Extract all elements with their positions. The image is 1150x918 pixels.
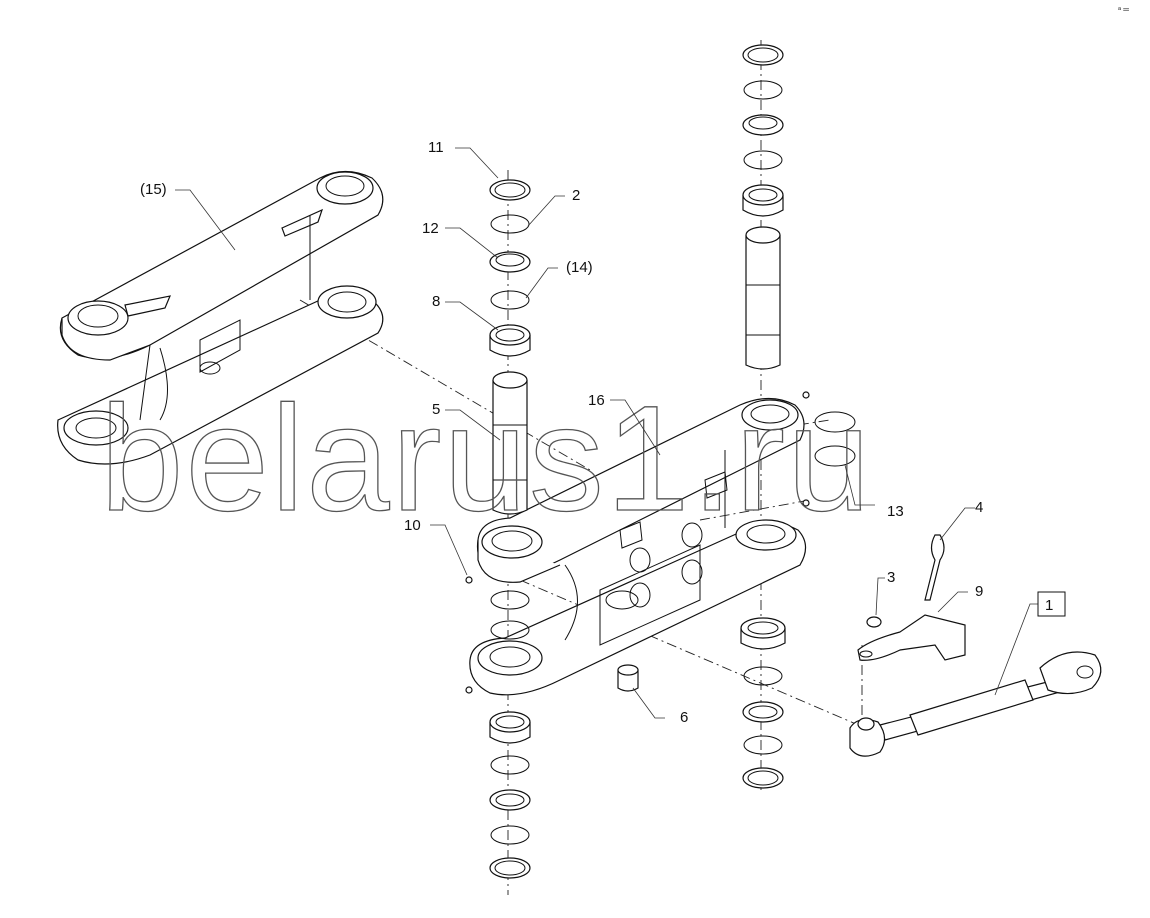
axle-frame-15 xyxy=(57,170,384,465)
callout-13: 13 xyxy=(887,503,904,520)
callout-5: 5 xyxy=(432,401,440,418)
corner-mark: ᵃ ═ xyxy=(1118,5,1129,14)
callouts: 1 2 3 4 5 6 8 9 10 11 12 13 (14) (15) 16 xyxy=(140,139,1066,726)
o-rings-13 xyxy=(814,411,856,467)
axle-frame-16 xyxy=(469,397,807,696)
callout-14: (14) xyxy=(566,259,593,276)
callout-10: 10 xyxy=(404,517,421,534)
leader-lines xyxy=(175,147,1038,719)
callout-1: 1 xyxy=(1045,597,1053,614)
callout-16: 16 xyxy=(588,392,605,409)
right-pin-stack xyxy=(740,44,786,789)
tie-rod-1 xyxy=(849,651,1102,757)
callout-1-box xyxy=(1037,591,1066,617)
callout-12: 12 xyxy=(422,220,439,237)
clamp-parts xyxy=(857,534,966,661)
small-parts xyxy=(465,391,810,694)
callout-6: 6 xyxy=(680,709,688,726)
callout-4: 4 xyxy=(975,499,983,516)
callout-9: 9 xyxy=(975,583,983,600)
callout-11: 11 xyxy=(428,139,444,156)
callout-8: 8 xyxy=(432,293,440,310)
left-pin-stack xyxy=(489,179,531,879)
callout-3: 3 xyxy=(887,569,895,586)
callout-15: (15) xyxy=(140,181,167,198)
callout-2: 2 xyxy=(572,187,580,204)
watermark: belarus1.ru xyxy=(100,374,872,542)
